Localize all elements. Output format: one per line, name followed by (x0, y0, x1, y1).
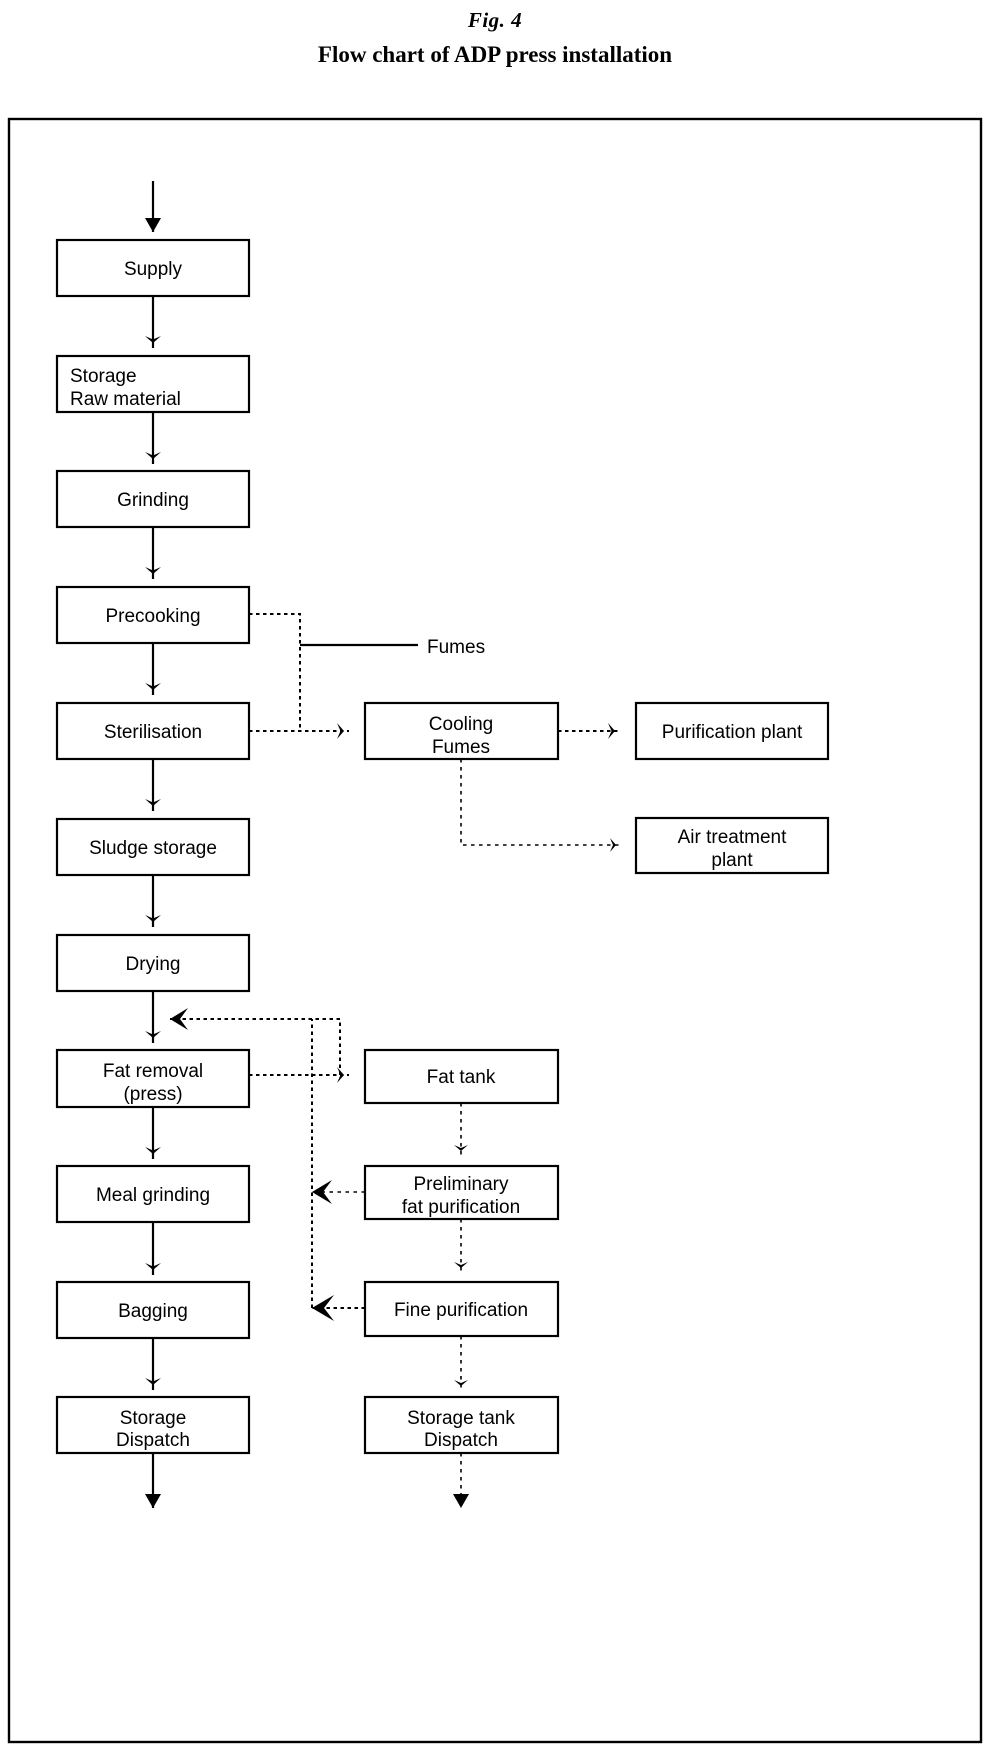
box-storage-tank-dispatch[interactable]: Storage tank Dispatch (363, 1395, 560, 1455)
box-storage-tank-dispatch-label-1: Storage tank (407, 1408, 515, 1429)
box-supply[interactable]: Supply (55, 238, 251, 298)
box-bagging-label: Bagging (118, 1301, 188, 1322)
box-meal-grinding-label: Meal grinding (96, 1185, 210, 1206)
box-purification-plant-label: Purification plant (662, 722, 803, 743)
fumes-branch-connectors (249, 613, 620, 852)
box-storage-dispatch-label-1: Storage (120, 1408, 187, 1429)
box-grinding-label: Grinding (117, 490, 189, 511)
box-storage-raw-material[interactable]: Storage Raw material (55, 354, 251, 414)
box-fat-removal-label-2: (press) (123, 1084, 182, 1105)
box-cooling-fumes[interactable]: Cooling Fumes (363, 701, 560, 761)
fine-arrowhead (312, 1295, 334, 1321)
prelim-arrowhead (312, 1180, 332, 1204)
box-storage-raw-material-label-2: Raw material (70, 389, 181, 410)
box-sterilisation[interactable]: Sterilisation (55, 701, 251, 761)
figure-title: Flow chart of ADP press installation (317, 42, 673, 67)
box-drying-label: Drying (126, 954, 181, 975)
box-grinding[interactable]: Grinding (55, 469, 251, 529)
box-storage-tank-dispatch-label-2: Dispatch (424, 1430, 498, 1451)
box-supply-label: Supply (124, 259, 183, 280)
box-air-treatment-plant-label-1: Air treatment (678, 827, 787, 848)
box-meal-grinding[interactable]: Meal grinding (55, 1164, 251, 1224)
box-fat-removal[interactable]: Fat removal (press) (55, 1048, 251, 1109)
box-purification-plant[interactable]: Purification plant (634, 701, 830, 761)
fat-branch-connectors (170, 1008, 469, 1508)
box-fat-tank[interactable]: Fat tank (363, 1048, 560, 1105)
annotation-fumes: Fumes (427, 637, 485, 658)
box-drying[interactable]: Drying (55, 933, 251, 993)
box-air-treatment-plant[interactable]: Air treatment plant (634, 816, 830, 875)
box-fine-purification[interactable]: Fine purification (363, 1280, 560, 1338)
box-preliminary-fat-purification-label-1: Preliminary (413, 1174, 509, 1195)
box-sterilisation-label: Sterilisation (104, 722, 202, 743)
box-preliminary-fat-purification[interactable]: Preliminary fat purification (363, 1164, 560, 1221)
box-preliminary-fat-purification-label-2: fat purification (402, 1197, 520, 1218)
box-fat-tank-label: Fat tank (427, 1067, 496, 1088)
box-storage-dispatch-label-2: Dispatch (116, 1430, 190, 1451)
box-sludge-storage-label: Sludge storage (89, 838, 217, 859)
box-sludge-storage[interactable]: Sludge storage (55, 817, 251, 877)
box-air-treatment-plant-label-2: plant (711, 850, 753, 871)
box-precooking-label: Precooking (105, 606, 200, 627)
box-fat-removal-label-1: Fat removal (103, 1061, 203, 1082)
box-storage-dispatch[interactable]: Storage Dispatch (55, 1395, 251, 1455)
box-bagging[interactable]: Bagging (55, 1280, 251, 1340)
figure-number: Fig. 4 (467, 8, 523, 32)
box-fine-purification-label: Fine purification (394, 1300, 528, 1321)
box-cooling-fumes-label-1: Cooling (429, 714, 493, 735)
figure-frame (7, 117, 983, 1744)
box-cooling-fumes-label-2: Fumes (432, 737, 490, 758)
return-arrowhead (170, 1008, 188, 1030)
box-storage-raw-material-label-1: Storage (70, 366, 137, 387)
box-precooking[interactable]: Precooking (55, 585, 251, 645)
